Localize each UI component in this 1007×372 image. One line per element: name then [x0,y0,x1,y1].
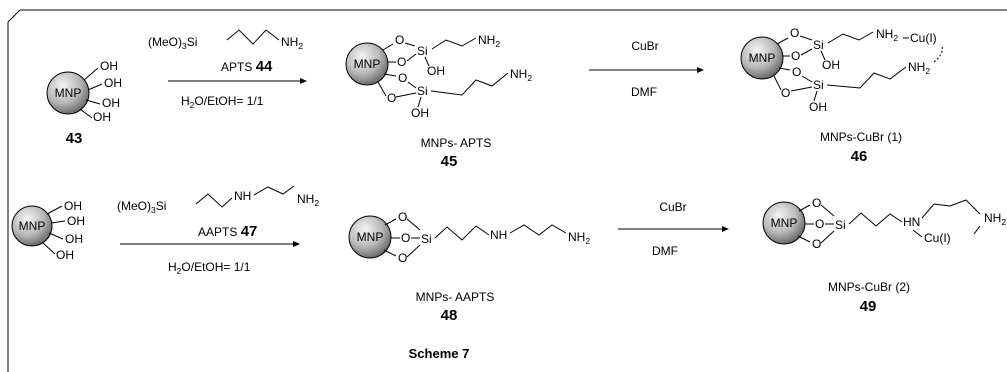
reagent-nh: NH [234,189,251,203]
scheme-title: Scheme 7 [409,346,470,361]
mnp-label: MNP [19,219,46,233]
reaction-arrow-2: CuBr DMF [589,39,704,99]
compound-46: MNP O O Si OH NH2 Cu(I) O O Si OH NH2 MN… [740,26,943,165]
oxygen: O [397,55,406,69]
compound-48: MNP O O O Si NH NH2 MNPs- AAPTS 48 [348,210,590,324]
amine: NH2 [568,230,590,246]
reaction-arrow-3: AAPTS 47 H2O/EtOH= 1/1 [120,223,300,276]
compound-number-46: 46 [851,148,868,165]
compound-number-48: 48 [441,307,458,324]
reagent-aapts-structure: (MeO)3Si NH NH2 [117,185,319,215]
amine: NH2 [478,33,500,49]
mnp-sphere-icon [345,42,389,86]
mnp-label: MNP [55,86,82,100]
silicon: Si [813,38,824,52]
compound-number-45: 45 [441,153,458,170]
silanol: OH [822,58,840,72]
oxygen: O [812,237,821,251]
oxygen: O [792,65,801,79]
catalyst-label: CuBr [631,39,658,53]
mnp-sphere-icon [348,215,392,259]
reaction-arrow-1: APTS 44 H2O/EtOH= 1/1 [168,58,307,110]
oxygen: O [387,91,396,105]
reagent-amine: NH2 [297,192,319,208]
hydroxyl-1: OH [64,199,82,213]
solvent-label: DMF [631,85,657,99]
silicon: Si [421,232,432,246]
solvent-label: H2O/EtOH= 1/1 [168,260,251,276]
compound-number-43: 43 [66,130,83,147]
reagent-formula: (MeO)3Si [148,35,197,51]
mnp-label: MNP [357,230,384,244]
hydroxyl-3: OH [102,96,120,110]
reagent-aps-structure: (MeO)3Si NH2 [148,29,303,51]
hydroxyl-4: OH [56,248,74,262]
mnp-label: MNP [771,216,798,230]
amine-nh: NH [490,228,507,242]
compound-45: MNP O O Si OH NH2 O O Si OH NH2 MNPs- AP… [345,33,532,170]
oxygen: O [398,71,407,85]
reagent-name-label: APTS 44 [221,58,273,75]
oxygen: O [790,26,799,40]
compound-mnp-oh: MNP OH OH OH OH [11,199,85,262]
amine: NH2 [908,60,930,76]
mnp-sphere-icon [46,71,90,115]
oxygen: O [812,196,821,210]
silicon: Si [417,44,428,58]
compound-number-49: 49 [860,298,877,315]
amine: NH2 [510,67,532,83]
amine: NH2 [876,27,898,43]
mnp-label: MNP [749,51,776,65]
oxygen: O [781,86,790,100]
mnp-label: MNP [354,57,381,71]
mnp-sphere-icon [740,36,784,80]
compound-43: MNP OH OH OH OH 43 [46,59,122,147]
coordination-bond [933,45,943,63]
reaction-arrow-4: CuBr DMF [618,200,729,258]
silicon: Si [835,218,846,232]
reagent-amine: NH2 [281,35,303,51]
copper: Cu(I) [910,31,937,45]
oxygen: O [401,231,410,245]
compound-label-48: MNPs- AAPTS [416,290,495,304]
compound-label-45: MNPs- APTS [421,136,492,150]
mnp-sphere-icon [11,205,53,247]
oxygen: O [398,210,407,224]
hydroxyl-4: OH [93,110,111,124]
solvent-label: H2O/EtOH= 1/1 [181,94,264,110]
mnp-sphere-icon [762,201,806,245]
oxygen: O [791,49,800,63]
hydroxyl-2: OH [67,214,85,228]
oxygen: O [398,251,407,265]
silicon: Si [417,84,428,98]
hydroxyl-3: OH [65,232,83,246]
hydroxyl-1: OH [100,59,118,73]
silicon: Si [813,78,824,92]
copper: Cu(I) [924,231,951,245]
reagent-name-label: AAPTS 47 [198,223,257,240]
oxygen: O [815,217,824,231]
silanol: OH [411,106,429,120]
catalyst-label: CuBr [659,200,686,214]
silanol: OH [809,100,827,114]
compound-49: MNP O O O Si HN NH2 Cu(I) MNPs-CuBr (2) … [762,196,1006,315]
amine: NH2 [984,211,1006,227]
solvent-label: DMF [652,244,678,258]
oxygen: O [395,33,404,47]
frame [7,9,1007,372]
reagent-formula: (MeO)3Si [117,199,166,215]
hydroxyl-2: OH [104,76,122,90]
compound-label-46: MNPs-CuBr (1) [820,130,902,144]
compound-label-49: MNPs-CuBr (2) [828,280,910,294]
silanol: OH [427,64,445,78]
amine-hn: HN [903,215,920,229]
